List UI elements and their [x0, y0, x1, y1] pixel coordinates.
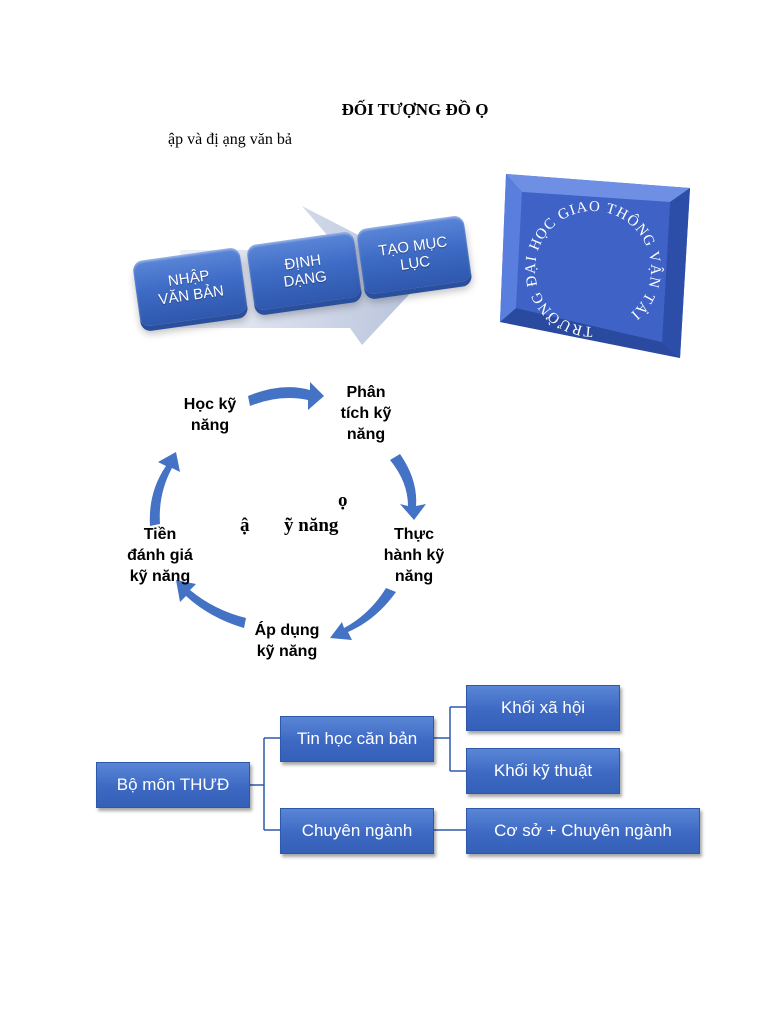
- document-title: ĐỐI TƯỢNG ĐỒ Ọ: [341, 100, 489, 119]
- cycle-center-line1: ọ: [338, 490, 348, 511]
- cycle-node-ap-dung: Áp dụng kỹ năng: [254, 622, 320, 660]
- document-subtitle: ập và đị ạng văn bả: [168, 131, 292, 148]
- org-branch-chuyen-nganh: Chuyên ngành: [280, 808, 434, 854]
- org-leaf-co-so-chuyen-nganh: Cơ sở + Chuyên ngành: [466, 808, 700, 854]
- cycle-node-hoc-ky-nang: Học kỹ năng: [183, 396, 237, 434]
- org-leaf-khoi-ky-thuat: Khối kỹ thuật: [466, 748, 620, 794]
- cycle-node-tien-danh-gia: Tiền đánh giá kỹ năng: [127, 526, 193, 585]
- beveled-frame: TRƯỜNG ĐẠI HỌC GIAO THÔNG VẬN TẢI: [498, 172, 694, 362]
- org-leaf-khoi-xa-hoi: Khối xã hội: [466, 685, 620, 731]
- cycle-arrows: [149, 382, 426, 640]
- cycle-node-thuc-hanh: Thực hành kỹ năng: [383, 526, 445, 585]
- org-chart: Bộ môn THƯĐ Tin học căn bản Khối xã hội …: [92, 680, 704, 860]
- frame-graphic: TRƯỜNG ĐẠI HỌC GIAO THÔNG VẬN TẢI: [500, 174, 690, 358]
- org-connectors: [250, 706, 466, 831]
- process-diagram: NHẬP VĂN BẢN ĐỊNH DẠNG TẠO MỤC LỤC: [130, 200, 480, 350]
- org-root: Bộ môn THƯĐ: [96, 762, 250, 808]
- cycle-center-line2b: ỹ năng: [284, 515, 339, 536]
- cycle-diagram: Học kỹ năng Phân tích kỹ năng Thực hành …: [110, 370, 470, 670]
- cycle-center-line2a: ậ: [240, 515, 250, 536]
- cycle-node-phan-tich: Phân tích kỹ năng: [340, 384, 392, 443]
- org-branch-tin-hoc: Tin học căn bản: [280, 716, 434, 762]
